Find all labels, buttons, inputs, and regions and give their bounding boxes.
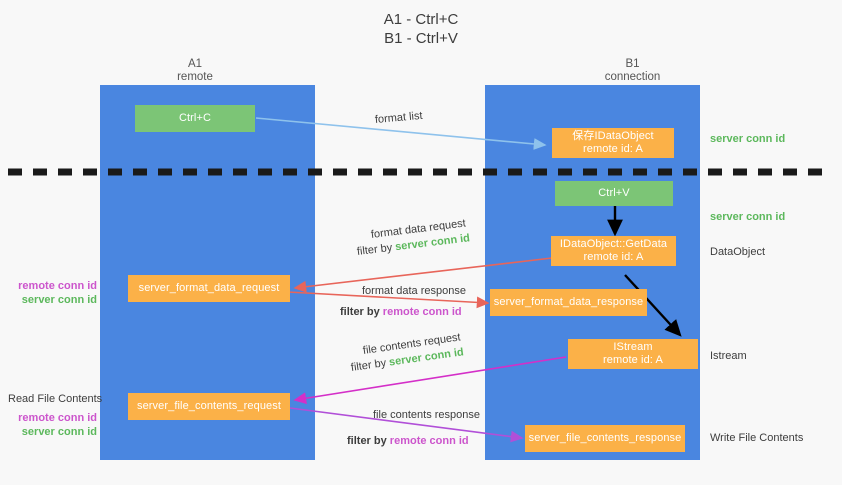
- label-filter-prefix: filter by: [347, 435, 390, 447]
- annotation-group-format: remote conn id server conn id: [12, 279, 97, 307]
- box-server-file-contents-response[interactable]: server_file_contents_response: [525, 425, 685, 452]
- arrow-getdata-to-istream: [624, 274, 682, 337]
- box-save-idataobject[interactable]: 保存IDataObject remote id: A: [552, 128, 674, 158]
- label-file-contents-response: file contents response: [373, 408, 480, 422]
- annotation-server-conn-id-second: server conn id: [710, 211, 786, 223]
- label-file-contents-response-text: file contents response: [373, 409, 481, 421]
- box-ctrl-c[interactable]: Ctrl+C: [135, 105, 255, 132]
- arrow-format-data-request: [293, 257, 553, 293]
- box-getdata-line2: remote id: A: [583, 251, 644, 263]
- page-title: A1 - Ctrl+C B1 - Ctrl+V: [383, 11, 459, 47]
- arrow-file-contents-request: [293, 356, 567, 405]
- box-server-format-data-request[interactable]: server_format_data_request: [128, 275, 290, 302]
- annotation-write-file-contents: Write File Contents: [710, 432, 804, 444]
- box-istream-line1: IStream: [613, 341, 653, 353]
- box-ctrl-v-label: Ctrl+V: [598, 187, 630, 199]
- box-istream[interactable]: IStream remote id: A: [568, 339, 698, 369]
- arrow-file-contents-response: [289, 407, 524, 443]
- box-ctrl-v[interactable]: Ctrl+V: [555, 181, 673, 206]
- annotation-istream: Istream: [710, 350, 747, 362]
- box-ctrl-c-label: Ctrl+C: [178, 112, 212, 124]
- label-file-contents-response-filter: filter by remote conn id: [347, 434, 469, 448]
- box-server-file-contents-response-label: server_file_contents_response: [528, 432, 682, 444]
- box-server-format-data-response-label: server_format_data_response: [493, 296, 644, 308]
- box-istream-line2: remote id: A: [603, 354, 663, 366]
- annotation-server-conn-id-top: server conn id: [710, 133, 786, 145]
- arrow-format-data-response: [287, 291, 490, 309]
- box-server-format-data-response[interactable]: server_format_data_response: [490, 289, 647, 316]
- label-filter-prefix: filter by: [340, 306, 383, 318]
- label-filter-remote-conn-id: remote conn id: [389, 435, 469, 447]
- box-server-file-contents-request[interactable]: server_file_contents_request: [128, 393, 290, 420]
- label-format-data-response-filter: filter by remote conn id: [340, 305, 462, 319]
- annotation-server-conn-id: server conn id: [21, 294, 97, 306]
- annotation-remote-conn-id: remote conn id: [18, 412, 97, 424]
- arrow-format-list: [255, 117, 547, 150]
- label-filter-remote-conn-id: remote conn id: [382, 306, 462, 318]
- annotation-remote-conn-id: remote conn id: [18, 280, 97, 292]
- column-header-b1: B1 connection: [604, 58, 661, 83]
- annotation-read-file-contents: Read File Contents: [8, 393, 103, 405]
- label-format-data-response-text: format data response: [362, 285, 466, 297]
- annotation-dataobject: DataObject: [710, 246, 766, 258]
- box-server-file-contents-request-label: server_file_contents_request: [136, 400, 282, 412]
- box-save-idataobject-line2: remote id: A: [583, 143, 643, 155]
- annotation-server-conn-id: server conn id: [21, 426, 97, 438]
- annotation-group-file: remote conn id server conn id: [12, 411, 97, 439]
- box-save-idataobject-line1: 保存IDataObject: [572, 130, 654, 142]
- box-idataobject-getdata[interactable]: IDataObject::GetData remote id: A: [551, 236, 676, 266]
- label-format-data-response: format data response: [362, 284, 466, 298]
- column-header-a1: A1 remote: [177, 58, 213, 83]
- box-server-format-data-request-label: server_format_data_request: [138, 282, 280, 294]
- box-getdata-line1: IDataObject::GetData: [559, 238, 668, 250]
